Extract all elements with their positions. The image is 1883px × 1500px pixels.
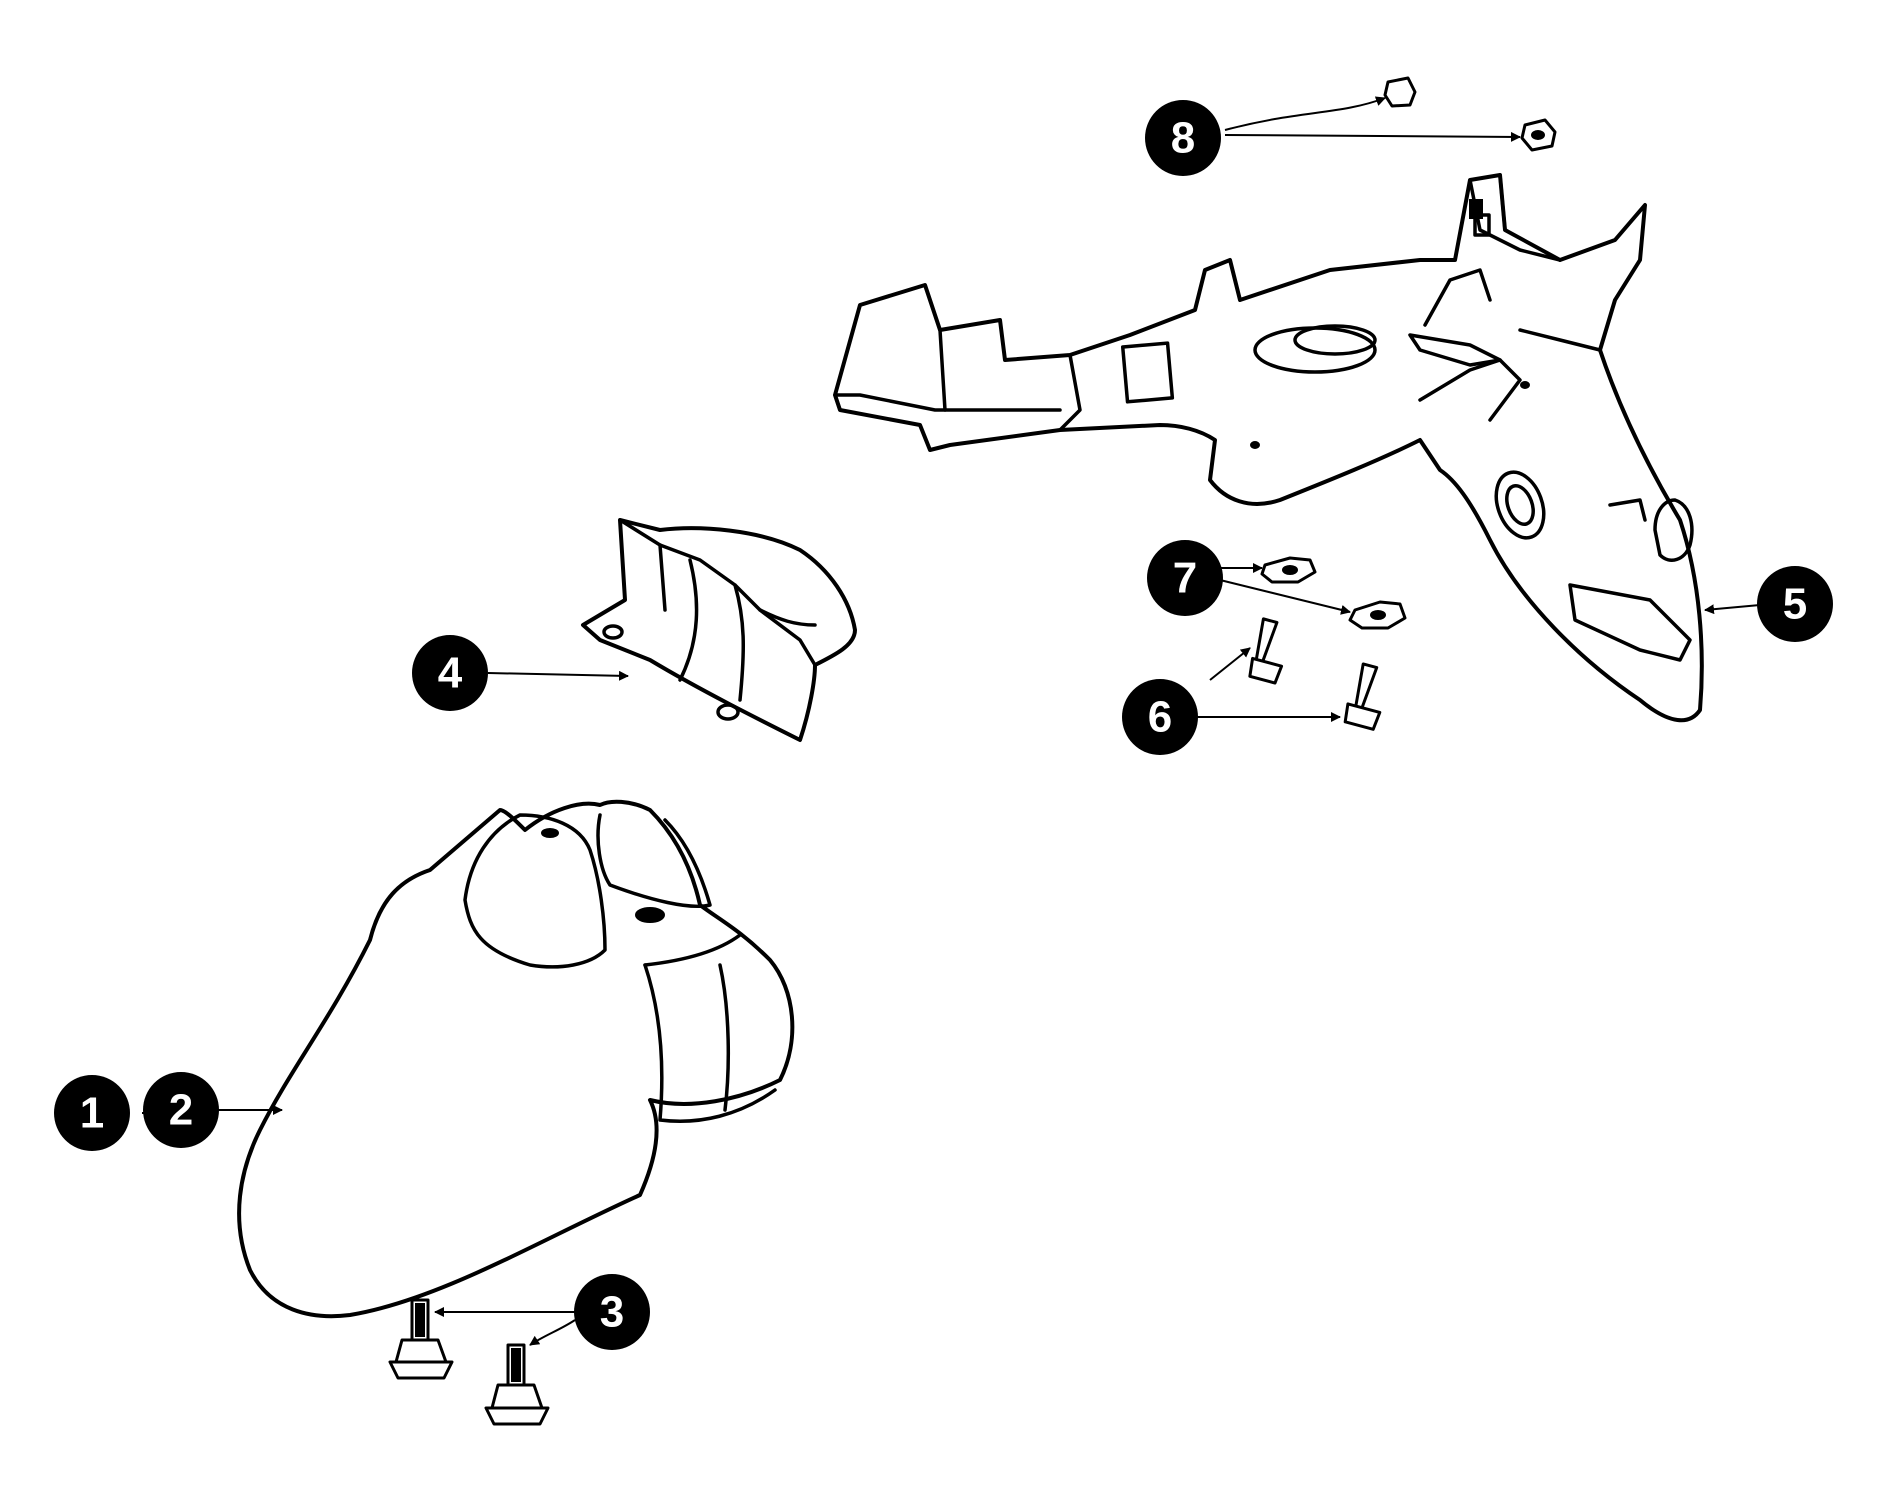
callout-6: 6 bbox=[1122, 679, 1198, 755]
part-nut-1 bbox=[1383, 76, 1417, 108]
part-push-clip-1 bbox=[388, 1298, 454, 1380]
part-washer-2 bbox=[1348, 600, 1407, 630]
part-nut-2 bbox=[1520, 118, 1557, 152]
callout-1-label: 1 bbox=[80, 1089, 104, 1138]
callout-5: 5 bbox=[1757, 566, 1833, 642]
callout-8: 8 bbox=[1145, 100, 1221, 176]
callout-7: 7 bbox=[1147, 540, 1223, 616]
part-washer-1 bbox=[1260, 556, 1317, 584]
callout-1: 1 bbox=[54, 1075, 130, 1151]
callout-4-label: 4 bbox=[438, 649, 463, 698]
callout-4: 4 bbox=[412, 635, 488, 711]
part-screw-1 bbox=[1248, 617, 1284, 685]
part-bracket bbox=[581, 518, 857, 742]
callout-2-label: 2 bbox=[169, 1086, 193, 1135]
callout-8-label: 8 bbox=[1171, 114, 1195, 163]
callout-7-label: 7 bbox=[1173, 554, 1197, 603]
part-wheel-liner bbox=[237, 799, 795, 1319]
callout-3-label: 3 bbox=[600, 1288, 624, 1337]
part-inner-fender bbox=[833, 173, 1704, 723]
callout-5-label: 5 bbox=[1783, 580, 1807, 629]
callout-6-label: 6 bbox=[1148, 693, 1172, 742]
callout-3: 3 bbox=[574, 1274, 650, 1350]
part-push-clip-2 bbox=[484, 1343, 550, 1426]
callout-2: 2 bbox=[143, 1072, 219, 1148]
part-screw-2 bbox=[1343, 662, 1382, 731]
